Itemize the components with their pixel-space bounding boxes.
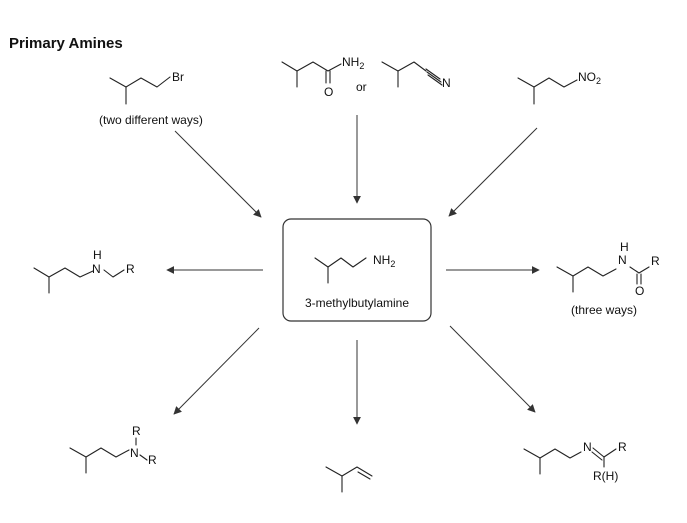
amide-nh-subscript: 2 [359,61,364,71]
tert-amine-r-top-label: R [132,424,141,438]
center-nh-subscript: 2 [390,259,395,269]
nitrile-skeleton [381,61,427,72]
center-skeleton [314,257,367,268]
center-box [282,218,432,322]
imine-skeleton [523,448,582,459]
arrow-nitro-to-amine [448,127,538,217]
page-title: Primary Amines [9,35,123,52]
imine-product: N R R(H) [523,440,627,483]
tert-amine-r-right-bond [139,454,148,461]
sec-amine-r-label: R [126,262,135,276]
amide-prod-r-label: R [651,254,660,268]
tertiary-amine-product: R N R [69,424,157,474]
arrow-bromide-to-amine [174,130,262,218]
amide-prod-n-label: N [618,253,627,267]
imine-double-bond-1 [592,447,605,458]
three-ways-note: (three ways) [571,303,637,317]
nitro-source: NO2 [517,70,601,105]
center-compound: NH2 3-methylbutylamine [282,218,432,322]
amide-nh2-group: NH2 [342,55,364,71]
imine-r-bond [603,448,617,458]
nitro-subscript: 2 [596,76,601,86]
alkene-skeleton [325,466,373,477]
arrow-amine-to-imine [449,325,536,413]
secondary-amine-product: H N R [33,248,135,294]
sec-amine-h-label: H [93,248,102,262]
amide-source: NH2 O [281,55,364,99]
arrow-amine-to-tertiary-amine [173,327,260,415]
amide-prod-h-label: H [620,240,629,254]
amide-oxygen-label: O [324,85,333,99]
nitrile-source: N [381,61,451,90]
imine-rh-label: R(H) [593,469,618,483]
imine-n-label: N [583,440,592,454]
sec-amine-skeleton-left [33,267,94,278]
center-amine-group: NH2 [373,253,395,269]
alkyl-bromide-source: Br (two different ways) [99,70,203,127]
amide-nh-label: NH [342,55,359,69]
tert-amine-n-label: N [130,446,139,460]
nitro-no-label: NO [578,70,596,84]
center-nh-label: NH [373,253,390,267]
imine-double-bond-2 [591,451,603,461]
nitrile-triple-bond-3 [427,74,443,86]
tert-amine-skeleton [69,447,130,458]
imine-r-label: R [618,440,627,454]
sec-amine-skeleton-right [103,269,125,278]
center-compound-name: 3-methylbutylamine [305,296,409,310]
tert-amine-r-right-label: R [148,453,157,467]
or-text: or [356,80,367,94]
amide-skeleton [281,61,342,72]
bromine-label: Br [172,70,184,84]
alkene-double-bond [357,471,371,480]
amide-prod-skeleton-left [556,266,617,277]
amide-product: H N R O (three ways) [556,240,660,317]
amide-prod-o-label: O [635,284,644,298]
two-ways-note: (two different ways) [99,113,203,127]
amide-prod-skeleton-right [629,266,650,274]
nitro-group: NO2 [578,70,601,86]
nitrile-nitrogen-label: N [442,76,451,90]
alkene-product [325,466,373,493]
bromide-skeleton [109,76,171,88]
nitrile-triple-bond-1 [425,68,441,80]
nitrile-triple-bond-2 [426,71,442,83]
nitro-skeleton [517,77,578,88]
sec-amine-n-label: N [92,262,101,276]
